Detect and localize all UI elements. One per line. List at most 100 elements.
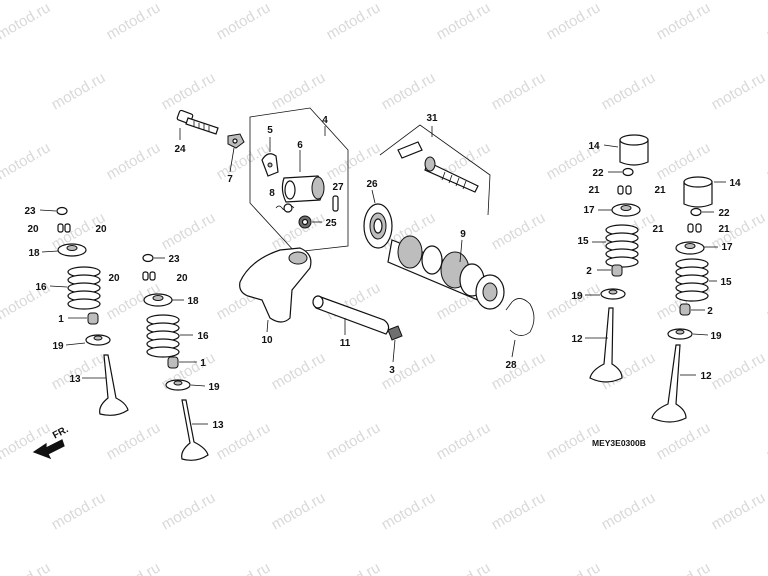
return-spring-8 <box>275 203 295 213</box>
callout-13b: 13 <box>212 420 224 431</box>
watermark-text: motod.ru <box>489 209 549 253</box>
callout-3: 3 <box>389 365 395 376</box>
watermark-text: motod.ru <box>0 139 53 183</box>
watermark-text: motod.ru <box>434 0 494 43</box>
right-valve-assembly-a <box>585 134 649 383</box>
callout-labels: 4 5 6 24 7 8 27 25 26 31 9 10 11 3 28 23… <box>24 113 741 431</box>
callout-23b: 23 <box>168 254 180 265</box>
circlip-28 <box>505 298 535 358</box>
watermark-text: motod.ru <box>709 489 768 533</box>
callout-20c: 20 <box>108 273 120 284</box>
watermark-text: motod.ru <box>434 419 494 463</box>
watermark-text: motod.ru <box>709 349 768 393</box>
group-frame-31 <box>379 124 491 216</box>
rocker-shaft-11 <box>312 295 390 335</box>
watermark-text: motod.ru <box>214 0 274 43</box>
collar-25 <box>298 215 322 229</box>
watermark-text: motod.ru <box>434 559 494 576</box>
valve-keeper-21b <box>687 223 702 233</box>
spring-retainer-18a <box>41 243 87 257</box>
valve-keeper-20b <box>142 271 156 281</box>
left-valve-assembly-a <box>39 206 129 416</box>
callout-18a: 18 <box>28 248 40 259</box>
watermark-text: motod.ru <box>269 349 329 393</box>
watermark-text: motod.ru <box>49 489 109 533</box>
valve-keeper-21a <box>617 185 632 195</box>
rocker-bolt-24 <box>176 109 219 140</box>
stem-seal-1a <box>68 312 99 325</box>
callout-2b: 2 <box>707 306 713 317</box>
watermark-text: motod.ru <box>324 559 384 576</box>
valve-lifter-14b <box>683 176 726 208</box>
callout-25: 25 <box>325 218 337 229</box>
callout-20a: 20 <box>27 224 39 235</box>
exhaust-valve-12a <box>585 307 623 383</box>
callout-19c: 19 <box>571 291 583 302</box>
watermark-text: motod.ru <box>379 69 439 113</box>
callout-1a: 1 <box>58 314 64 325</box>
spring-retainer-17b <box>675 241 718 255</box>
spring-seat-19a <box>65 334 111 346</box>
washer-3 <box>387 325 403 363</box>
callout-12b: 12 <box>700 371 712 382</box>
right-valve-assembly-b <box>651 176 726 423</box>
callout-16b: 16 <box>197 331 209 342</box>
watermark-text: motod.ru <box>104 0 164 43</box>
watermark-text: motod.ru <box>324 0 384 43</box>
callout-2a: 2 <box>586 266 592 277</box>
front-direction-label: FR. <box>51 424 71 441</box>
watermark-text: motod.ru <box>544 0 604 43</box>
stem-seal-2b <box>679 303 705 316</box>
callout-16a: 16 <box>35 282 47 293</box>
stem-seal-2a <box>597 264 623 277</box>
spring-seat-19c <box>585 288 626 300</box>
watermark-text: motod.ru <box>49 69 109 113</box>
valve-cotter-23b <box>142 253 165 263</box>
spring-retainer-17a <box>598 203 641 217</box>
callout-21a: 21 <box>588 185 600 196</box>
watermark-text: motod.ru <box>599 489 659 533</box>
intake-valve-13b <box>181 399 209 461</box>
watermark-text: motod.ru <box>49 349 109 393</box>
callout-5: 5 <box>267 125 273 136</box>
rocker-arm-10 <box>239 247 312 333</box>
spring-retainer-18b <box>143 293 184 307</box>
watermark-text: motod.ru <box>764 139 768 183</box>
watermark-text: motod.ru <box>159 489 219 533</box>
valve-cotter-23a <box>39 206 68 216</box>
valve-spring-15a <box>592 224 639 268</box>
front-direction-arrow <box>32 439 65 460</box>
pin-27 <box>332 195 339 212</box>
callout-24: 24 <box>174 144 186 155</box>
callout-11: 11 <box>340 338 351 349</box>
callout-20b: 20 <box>95 224 107 235</box>
callout-19a: 19 <box>52 341 64 352</box>
callout-19d: 19 <box>710 331 722 342</box>
watermark-text: motod.ru <box>269 69 329 113</box>
callout-17b: 17 <box>721 242 733 253</box>
decompressor-arm-5 <box>261 137 279 177</box>
valve-spring-16b <box>146 314 193 358</box>
callout-1b: 1 <box>200 358 206 369</box>
diagram-code: MEY3E0300B <box>592 438 646 448</box>
decompressor-weight-6 <box>281 150 325 203</box>
callout-18b: 18 <box>187 296 199 307</box>
valve-cotter-22b <box>690 207 714 217</box>
callout-21d: 21 <box>718 224 730 235</box>
valve-spring-15b <box>675 258 717 302</box>
watermark-text: motod.ru <box>654 419 714 463</box>
spring-seat-19d <box>667 328 709 340</box>
watermark-text: motod.ru <box>104 419 164 463</box>
watermark-text: motod.ru <box>324 419 384 463</box>
watermark-text: motod.ru <box>214 559 274 576</box>
intake-valve-13a <box>82 354 129 416</box>
callout-23a: 23 <box>24 206 36 217</box>
callout-7: 7 <box>227 174 233 185</box>
camshaft-9 <box>387 235 505 310</box>
valve-spring-16a <box>49 266 101 310</box>
valve-keeper-20a <box>57 223 71 233</box>
watermark-text: motod.ru <box>654 559 714 576</box>
callout-6: 6 <box>297 140 303 151</box>
